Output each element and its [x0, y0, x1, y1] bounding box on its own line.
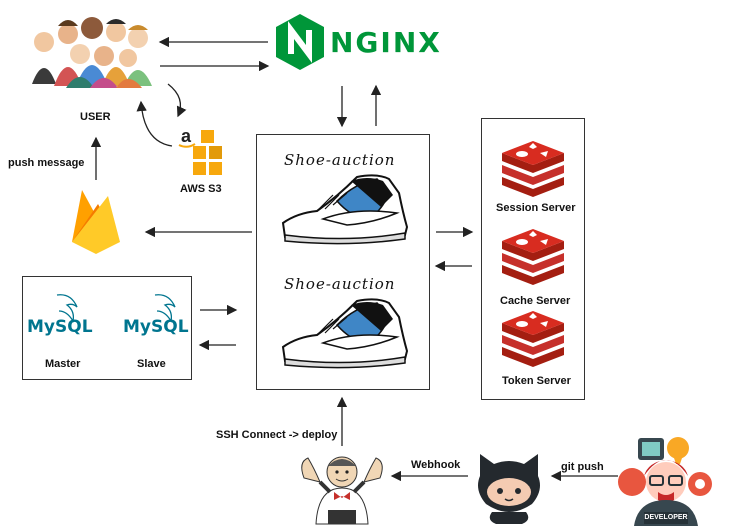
push-message-label: push message	[8, 157, 85, 169]
users-group	[30, 8, 160, 88]
mysql-master-logo: MySQL	[27, 291, 93, 341]
mysql-master-wordmark: MySQL	[27, 317, 93, 337]
mysql-slave-label: Slave	[137, 358, 166, 370]
nginx-wordmark: NGINX	[330, 26, 442, 59]
redis-icon	[502, 141, 564, 197]
developer-badge: DEVELOPER	[644, 514, 688, 521]
users-group-icon	[32, 17, 152, 88]
ssh-deploy-label: SSH Connect -> deploy	[216, 429, 338, 441]
arrow-s3-to-user	[136, 100, 173, 147]
user-label: USER	[80, 111, 111, 123]
redis-icon	[502, 311, 564, 367]
github-octocat-icon	[478, 454, 540, 524]
jenkins-logo	[296, 448, 388, 525]
webhook-label: Webhook	[411, 459, 461, 471]
app-title-bottom: Shoe-auction	[284, 275, 396, 293]
nginx-logo: NGINX	[272, 12, 442, 72]
aws-s3-label: AWS S3	[180, 183, 222, 195]
firebase-icon	[72, 190, 120, 254]
mysql-icon	[154, 294, 176, 323]
developer-avatar: DEVELOPER	[614, 434, 718, 526]
firebase-logo	[68, 186, 126, 256]
cache-server-label: Cache Server	[500, 295, 571, 307]
shoe-icon	[281, 174, 409, 245]
arrow-user-to-s3	[167, 83, 187, 118]
aws-s3-icon: a	[178, 126, 222, 175]
aws-s3-logo: a	[175, 124, 229, 176]
git-push-label: git push	[561, 461, 604, 473]
redis-icon	[502, 229, 564, 285]
svg-text:a: a	[181, 126, 192, 146]
mysql-slave-logo: MySQL	[123, 291, 189, 341]
session-server-label: Session Server	[496, 202, 576, 214]
token-server-label: Token Server	[502, 375, 571, 387]
shoe-icon	[281, 298, 409, 369]
nginx-logo-icon	[276, 14, 324, 70]
developer-icon	[618, 437, 712, 526]
github-logo	[470, 446, 548, 524]
app-server-box: Shoe-auction Shoe-auction	[256, 134, 430, 390]
redis-servers-box: Session Server Cache Server Token Server	[481, 118, 585, 400]
mysql-master-label: Master	[45, 358, 81, 370]
mysql-cluster-box: MySQL MySQL Master Slave	[22, 276, 192, 380]
mysql-slave-wordmark: MySQL	[123, 317, 189, 337]
jenkins-icon	[301, 456, 383, 525]
mysql-icon	[56, 294, 78, 323]
app-title-top: Shoe-auction	[284, 151, 396, 169]
